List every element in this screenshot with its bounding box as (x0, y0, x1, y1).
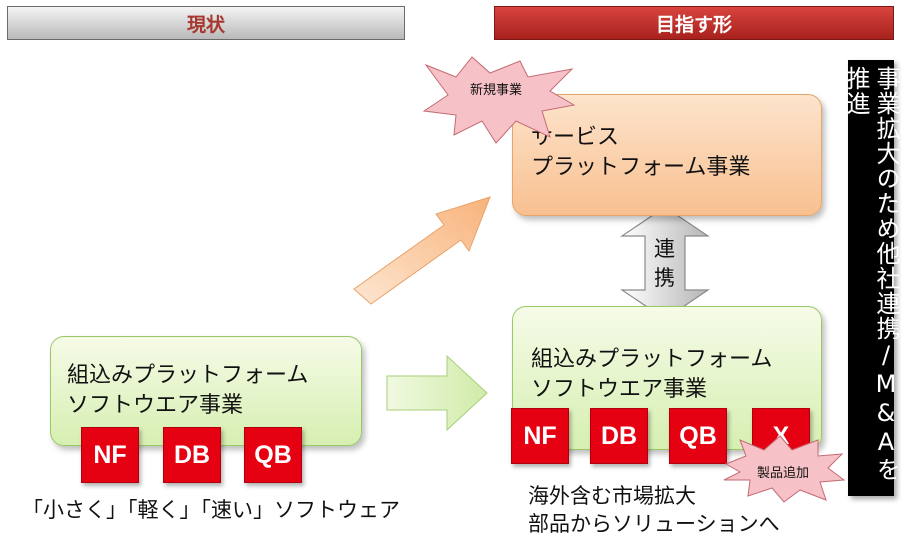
link-label-2: 携 (654, 266, 675, 290)
current-state-header: 現状 (7, 6, 405, 40)
product-add-label: 製品追加 (757, 466, 810, 481)
new-business-label: 新規事業 (470, 83, 523, 98)
current-platform-line2: ソフトウエア事業 (67, 393, 244, 418)
product-add-burst (723, 435, 846, 503)
target-product-qb: QB (669, 408, 727, 464)
expansion-banner-text: 事業拡大のため他社連携/M&Aを推進 (842, 66, 900, 482)
target-platform-line1: 組込みプラットフォーム (531, 347, 773, 372)
new-business-burst (422, 56, 576, 144)
target-caption-line1: 海外含む市場拡大 (528, 484, 696, 508)
service-platform-box: サービス プラットフォーム事業 (512, 94, 822, 216)
current-caption: 「小さく」「軽く」「速い」ソフトウェア (22, 498, 400, 522)
link-label-1: 連 (654, 237, 675, 261)
service-platform-line2: プラットフォーム事業 (531, 155, 751, 180)
evolution-right-arrow (386, 354, 488, 432)
current-product-db: DB (163, 427, 221, 483)
target-state-header: 目指す形 (494, 6, 894, 40)
target-product-db: DB (590, 408, 648, 464)
target-state-header-label: 目指す形 (655, 13, 732, 36)
target-platform-line2: ソフトウエア事業 (531, 377, 708, 402)
growth-diagonal-arrow (353, 196, 491, 305)
expansion-banner: 事業拡大のため他社連携/M&Aを推進 (842, 60, 900, 496)
current-state-header-label: 現状 (186, 13, 225, 36)
current-product-qb: QB (244, 427, 302, 483)
current-product-nf: NF (81, 427, 139, 483)
target-product-nf: NF (511, 408, 569, 464)
current-platform-line1: 組込みプラットフォーム (67, 363, 309, 388)
target-caption-line2: 部品からソリューションへ (528, 512, 780, 536)
